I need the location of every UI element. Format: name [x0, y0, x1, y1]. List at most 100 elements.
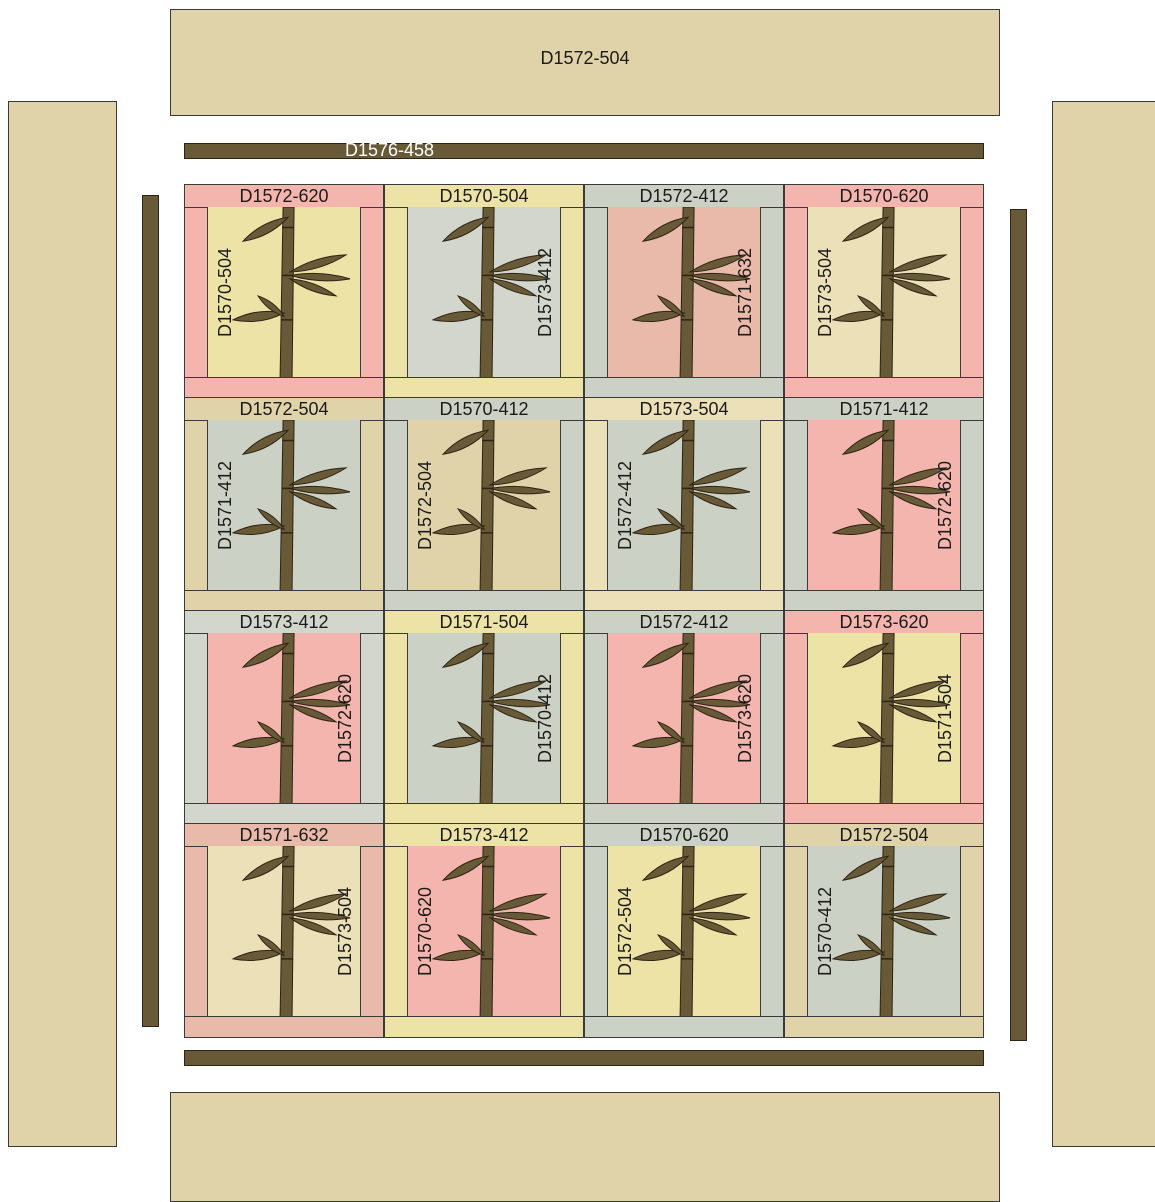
block-center: D1570-620 — [407, 846, 561, 1017]
block-center: D1572-620 — [807, 420, 961, 591]
bottom-border-panel — [170, 1092, 1000, 1202]
block-center: D1573-412 — [407, 207, 561, 378]
right-border-panel — [1052, 101, 1155, 1147]
block-side-label: D1572-504 — [414, 420, 438, 591]
left-sashing — [142, 195, 159, 1027]
quilt-block: D1573-620 D1571-504 — [784, 610, 984, 825]
block-bottom-strip — [785, 590, 983, 611]
quilt-block: D1572-504 D1570-412 — [784, 823, 984, 1038]
block-bottom-strip — [585, 1016, 783, 1037]
block-side-label: D1572-412 — [614, 420, 638, 591]
block-top-label: D1572-412 — [585, 611, 783, 634]
quilt-block: D1572-620 D1570-504 — [184, 184, 384, 399]
quilt-block: D1573-412 D1572-620 — [184, 610, 384, 825]
block-top-label: D1572-504 — [185, 398, 383, 421]
top-border-panel: D1572-504 — [170, 9, 1000, 116]
block-side-label-text: D1572-412 — [616, 461, 637, 550]
block-center: D1571-412 — [207, 420, 361, 591]
block-side-label-text: D1570-412 — [536, 674, 557, 763]
block-side-label: D1572-620 — [934, 420, 958, 591]
block-bottom-strip — [185, 803, 383, 824]
block-top-label: D1573-412 — [385, 824, 583, 847]
block-side-label: D1573-620 — [734, 633, 758, 804]
block-center: D1570-504 — [207, 207, 361, 378]
block-top-label: D1573-620 — [785, 611, 983, 634]
block-top-label: D1572-504 — [785, 824, 983, 847]
block-side-label-text: D1573-412 — [536, 248, 557, 337]
block-bottom-strip — [185, 377, 383, 398]
quilt-block: D1572-412 D1571-632 — [584, 184, 784, 399]
block-center: D1571-504 — [807, 633, 961, 804]
block-side-label: D1573-504 — [814, 207, 838, 378]
block-bottom-strip — [585, 377, 783, 398]
block-side-label: D1572-620 — [334, 633, 358, 804]
block-top-label: D1573-504 — [585, 398, 783, 421]
block-top-label: D1571-412 — [785, 398, 983, 421]
block-top-label: D1570-620 — [585, 824, 783, 847]
quilt-block: D1570-620 D1573-504 — [784, 184, 984, 399]
block-side-label-text: D1570-504 — [216, 248, 237, 337]
bottom-sashing — [184, 1050, 984, 1066]
block-side-label-text: D1573-504 — [336, 887, 357, 976]
block-bottom-strip — [585, 803, 783, 824]
right-sashing — [1010, 209, 1027, 1041]
left-border-panel — [8, 101, 117, 1147]
block-side-label-text: D1572-504 — [616, 887, 637, 976]
block-side-label: D1570-620 — [414, 846, 438, 1017]
block-bottom-strip — [185, 590, 383, 611]
block-side-label-text: D1571-504 — [936, 674, 957, 763]
block-side-label: D1570-412 — [534, 633, 558, 804]
block-side-label-text: D1570-620 — [416, 887, 437, 976]
block-side-label: D1573-412 — [534, 207, 558, 378]
block-side-label-text: D1570-412 — [816, 887, 837, 976]
block-side-label-text: D1571-412 — [216, 461, 237, 550]
block-center: D1572-504 — [407, 420, 561, 591]
top-border-label: D1572-504 — [171, 48, 999, 69]
block-top-label: D1573-412 — [185, 611, 383, 634]
block-center: D1572-504 — [607, 846, 761, 1017]
block-top-label: D1570-504 — [385, 185, 583, 208]
block-center: D1572-412 — [607, 420, 761, 591]
quilt-block: D1573-412 D1570-620 — [384, 823, 584, 1038]
block-side-label-text: D1571-632 — [736, 248, 757, 337]
block-bottom-strip — [585, 590, 783, 611]
block-side-label: D1572-504 — [614, 846, 638, 1017]
block-center: D1571-632 — [607, 207, 761, 378]
block-center: D1570-412 — [807, 846, 961, 1017]
block-side-label-text: D1573-620 — [736, 674, 757, 763]
block-side-label: D1570-412 — [814, 846, 838, 1017]
block-side-label: D1571-504 — [934, 633, 958, 804]
block-top-label: D1572-412 — [585, 185, 783, 208]
quilt-block: D1572-412 D1573-620 — [584, 610, 784, 825]
block-center: D1573-504 — [807, 207, 961, 378]
block-top-label: D1570-412 — [385, 398, 583, 421]
block-bottom-strip — [385, 590, 583, 611]
top-sashing: D1576-458 — [184, 143, 984, 159]
block-bottom-strip — [785, 1016, 983, 1037]
block-top-label: D1572-620 — [185, 185, 383, 208]
block-top-label: D1571-632 — [185, 824, 383, 847]
block-side-label: D1571-412 — [214, 420, 238, 591]
quilt-block: D1571-412 D1572-620 — [784, 397, 984, 612]
block-side-label: D1570-504 — [214, 207, 238, 378]
quilt-block: D1570-412 D1572-504 — [384, 397, 584, 612]
block-side-label-text: D1572-620 — [936, 461, 957, 550]
quilt-block: D1572-504 D1571-412 — [184, 397, 384, 612]
block-bottom-strip — [785, 377, 983, 398]
block-side-label-text: D1572-504 — [416, 461, 437, 550]
block-side-label-text: D1572-620 — [336, 674, 357, 763]
quilt-block: D1571-632 D1573-504 — [184, 823, 384, 1038]
block-top-label: D1570-620 — [785, 185, 983, 208]
sashing-label: D1576-458 — [345, 140, 434, 160]
block-top-label: D1571-504 — [385, 611, 583, 634]
block-side-label-text: D1573-504 — [816, 248, 837, 337]
block-side-label: D1573-504 — [334, 846, 358, 1017]
quilt-block: D1570-504 D1573-412 — [384, 184, 584, 399]
block-side-label: D1571-632 — [734, 207, 758, 378]
block-bottom-strip — [385, 377, 583, 398]
block-bottom-strip — [785, 803, 983, 824]
quilt-block: D1571-504 D1570-412 — [384, 610, 584, 825]
quilt-block: D1570-620 D1572-504 — [584, 823, 784, 1038]
block-bottom-strip — [385, 803, 583, 824]
block-center: D1570-412 — [407, 633, 561, 804]
